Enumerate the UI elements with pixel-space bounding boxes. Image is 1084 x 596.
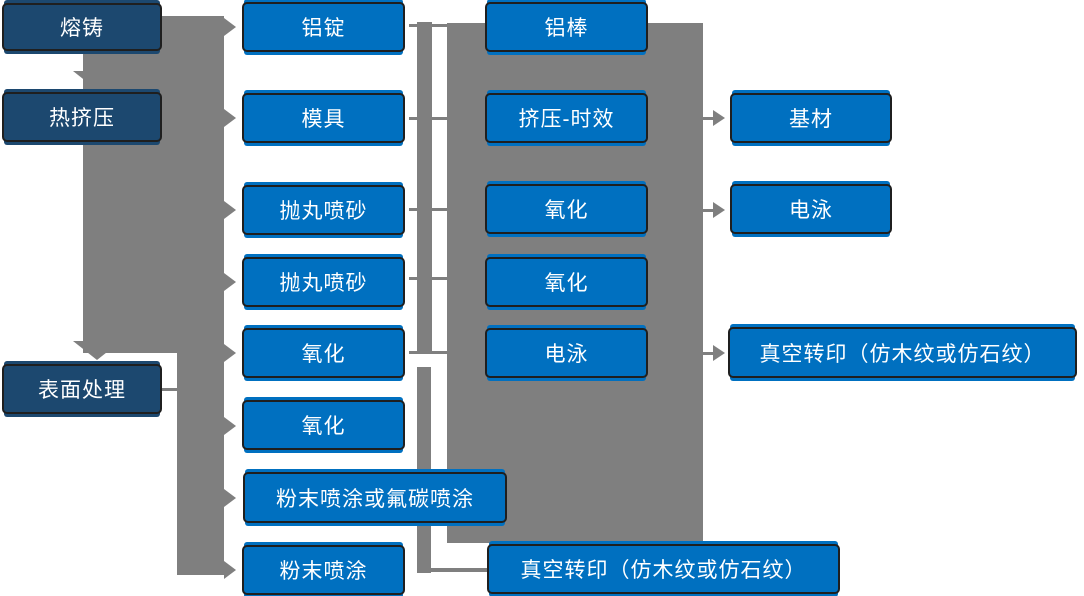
node-label: 电泳 <box>789 199 833 222</box>
node-aluminum-rod: 铝棒 <box>485 2 648 52</box>
arrowhead-to-aluminum-ingot-icon <box>224 18 236 36</box>
node-label: 抛丸喷砂 <box>279 200 368 223</box>
node-electrophoresis-2: 电泳 <box>730 184 892 234</box>
connector-mid-stub-row2 <box>409 117 448 120</box>
connector-bottom-line <box>430 568 487 572</box>
connector-stem-to-vacuum-transfer <box>701 352 713 355</box>
node-melting-casting: 熔铸 <box>2 3 162 51</box>
connector-mid-stub-row1 <box>409 24 448 27</box>
node-hot-extrusion: 热挤压 <box>2 92 162 142</box>
connector-left-mass <box>83 16 224 353</box>
connector-mid-stub-row5 <box>409 351 448 354</box>
node-vacuum-transfer-right: 真空转印（仿木纹或仿石纹） <box>728 327 1077 378</box>
node-extrusion-aging: 挤压-时效 <box>485 93 648 143</box>
arrowhead-to-shot-blasting-2-icon <box>224 273 236 291</box>
node-label: 氧化 <box>544 272 589 295</box>
node-surface-treatment: 表面处理 <box>2 364 162 414</box>
node-oxidation-2: 氧化 <box>242 400 405 450</box>
connector-surface-fan-bar <box>177 330 224 575</box>
node-label: 粉末喷涂或氟碳喷涂 <box>276 487 474 511</box>
node-label: 铝棒 <box>544 17 589 40</box>
node-label: 热挤压 <box>49 107 115 130</box>
node-electrophoresis-1: 电泳 <box>485 328 648 378</box>
arrowhead-to-substrate-icon <box>713 110 725 126</box>
connector-mid-rail-upper <box>417 22 432 353</box>
node-label: 氧化 <box>301 343 346 366</box>
connector-surface-stub <box>160 388 178 391</box>
node-label: 铝锭 <box>301 17 346 40</box>
connector-stem-to-substrate <box>701 117 713 120</box>
arrowhead-to-shot-blasting-1-icon <box>224 201 236 219</box>
node-oxidation-4: 氧化 <box>485 257 648 307</box>
arrow-down-to-hot-extrusion-icon <box>73 71 121 90</box>
node-label: 氧化 <box>301 415 346 438</box>
node-powder-coating: 粉末喷涂 <box>242 545 405 595</box>
connector-stem-to-electrophoresis <box>701 209 713 212</box>
node-shot-blasting-2: 抛丸喷砂 <box>242 257 405 307</box>
node-label: 抛丸喷砂 <box>279 272 368 295</box>
arrowhead-to-oxidation-1-icon <box>224 344 236 362</box>
node-label: 表面处理 <box>38 379 126 402</box>
node-aluminum-ingot: 铝锭 <box>242 2 405 52</box>
node-label: 熔铸 <box>60 17 104 40</box>
node-label: 电泳 <box>544 343 589 366</box>
arrow-down-to-surface-treatment-icon <box>73 341 121 360</box>
node-mold: 模具 <box>242 93 405 143</box>
node-oxidation-3: 氧化 <box>485 184 648 234</box>
node-label: 模具 <box>301 108 346 131</box>
node-label: 真空转印（仿木纹或仿石纹） <box>520 559 807 582</box>
node-label: 挤压-时效 <box>518 108 615 131</box>
node-powder-or-fluorocarbon-coating: 粉末喷涂或氟碳喷涂 <box>243 472 507 523</box>
connector-mid-stub-row3 <box>409 208 448 211</box>
node-oxidation-1: 氧化 <box>242 328 405 378</box>
node-shot-blasting-1: 抛丸喷砂 <box>242 185 405 235</box>
node-label: 真空转印（仿木纹或仿石纹） <box>759 342 1046 366</box>
connector-mid-rail-lower <box>417 367 431 573</box>
arrowhead-to-powder-fluorocarbon-icon <box>224 489 236 507</box>
arrowhead-to-powder-coating-icon <box>224 561 236 579</box>
arrowhead-to-vacuum-transfer-icon <box>713 345 725 361</box>
node-label: 基材 <box>789 108 833 131</box>
node-vacuum-transfer-bottom: 真空转印（仿木纹或仿石纹） <box>487 544 840 594</box>
arrowhead-to-oxidation-2-icon <box>224 417 236 435</box>
connector-mid-stub-row4 <box>409 277 448 280</box>
node-label: 粉末喷涂 <box>279 560 368 583</box>
node-label: 氧化 <box>544 199 589 222</box>
arrowhead-to-electrophoresis-icon <box>713 202 725 218</box>
arrowhead-to-mold-icon <box>224 109 236 127</box>
node-substrate: 基材 <box>730 93 892 143</box>
